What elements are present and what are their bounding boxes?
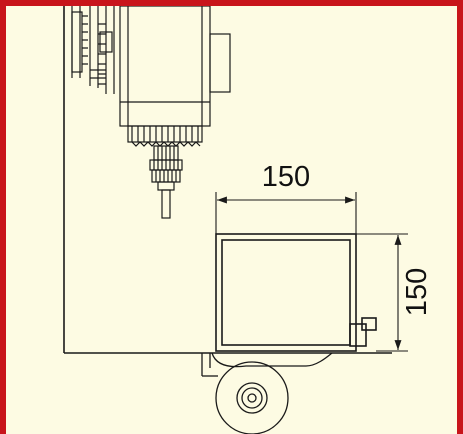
width-dimension [215,192,357,234]
technical-drawing: 150 150 [63,6,433,434]
base-bracket [201,352,333,377]
height-dimension [356,233,408,352]
height-dimension-label: 150 [401,268,433,316]
workpiece-box [215,233,377,352]
machine-frame [63,6,392,354]
caster-wheel-icon [215,361,289,434]
spindle-assembly [71,6,231,219]
width-dimension-label: 150 [262,161,310,193]
